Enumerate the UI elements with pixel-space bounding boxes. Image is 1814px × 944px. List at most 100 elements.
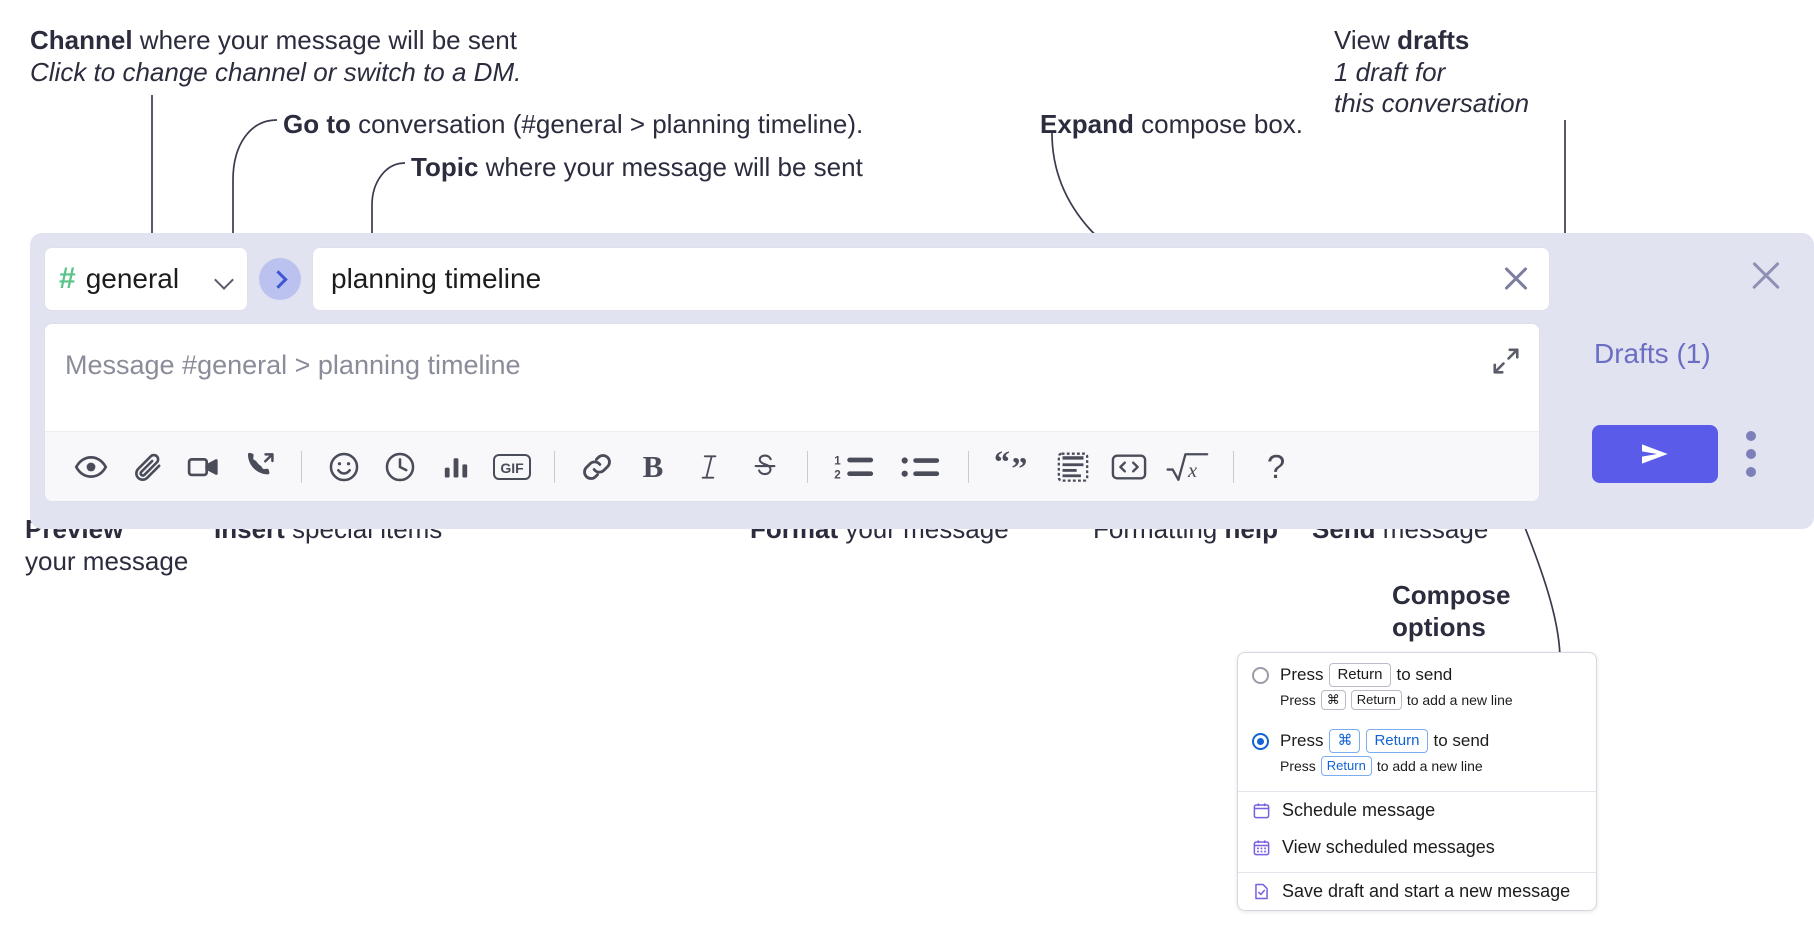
goto-conversation-button[interactable] — [259, 258, 301, 300]
menu-item-save-draft[interactable]: Save draft and start a new message — [1238, 873, 1596, 910]
smiley-icon — [329, 452, 359, 481]
radio-return[interactable] — [1252, 667, 1269, 684]
annotation-goto-strong: Go to — [283, 109, 351, 139]
send-option-cmd-return-sub: Press Return to add a new line — [1238, 753, 1596, 785]
italic-button[interactable] — [681, 439, 737, 495]
close-compose-icon[interactable] — [1748, 258, 1784, 294]
calendar-grid-icon — [1253, 839, 1270, 855]
menu-item-view-scheduled-messages[interactable]: View scheduled messages — [1238, 829, 1596, 866]
annotation-drafts-italic1: 1 draft for — [1334, 57, 1446, 87]
link-button[interactable] — [569, 439, 625, 495]
reminder-button[interactable] — [372, 439, 428, 495]
paperclip-icon — [134, 453, 160, 481]
key-command: ⌘ — [1320, 690, 1346, 710]
video-camera-icon — [187, 457, 218, 476]
svg-text:GIF: GIF — [500, 460, 524, 476]
send-option-return-sub: Press ⌘ Return to add a new line — [1238, 687, 1596, 719]
gif-icon: GIF — [493, 453, 531, 480]
annotation-channel-rest: where your message will be sent — [132, 25, 517, 55]
chevron-down-icon — [215, 270, 233, 288]
send-button[interactable] — [1592, 425, 1718, 483]
annotation-topic: Topic where your message will be sent — [411, 150, 863, 184]
menu-item-label: Schedule message — [1282, 799, 1436, 820]
svg-text:”: ” — [1011, 451, 1027, 483]
strikethrough-button[interactable] — [737, 439, 793, 495]
hash-icon: # — [59, 262, 76, 295]
video-button[interactable] — [175, 439, 231, 495]
help-button[interactable]: ? — [1248, 439, 1304, 495]
ordered-list-button[interactable]: 1 2 — [822, 439, 888, 495]
latex-button[interactable]: x — [1157, 439, 1219, 495]
message-input-area[interactable]: Message #general > planning timeline — [45, 324, 1539, 431]
annotation-expand-rest: compose box. — [1133, 109, 1304, 139]
emoji-button[interactable] — [316, 439, 372, 495]
send-option-cmd-return[interactable]: Press ⌘ Return to send — [1238, 719, 1596, 754]
opt1-sub-post: to add a new line — [1406, 692, 1513, 709]
poll-button[interactable] — [428, 439, 484, 495]
preview-button[interactable] — [63, 439, 119, 495]
bulleted-list-icon — [901, 456, 940, 477]
toolbar-separator — [301, 450, 302, 483]
menu-item-label: View scheduled messages — [1282, 836, 1495, 857]
gif-button[interactable]: GIF — [484, 439, 540, 495]
message-input[interactable]: Message #general > planning timeline — [65, 350, 521, 380]
kebab-dot — [1746, 431, 1756, 441]
formatting-toolbar: GIF B — [45, 431, 1539, 501]
annotation-goto-rest: conversation (#general > planning timeli… — [350, 109, 864, 139]
close-icon[interactable] — [1499, 262, 1533, 296]
toolbar-separator — [554, 450, 555, 483]
compose-header-row: # general planning timeline — [44, 247, 1550, 311]
opt2-pre: Press — [1280, 730, 1324, 750]
opt1-post: to send — [1396, 665, 1453, 685]
sqrt-x-icon: x — [1166, 452, 1209, 482]
annotation-expand-strong: Expand — [1040, 109, 1134, 139]
code-block-icon — [1057, 452, 1089, 482]
call-button[interactable] — [231, 439, 287, 495]
channel-name: general — [85, 263, 180, 294]
svg-text:2: 2 — [834, 468, 840, 481]
annotation-topic-strong: Topic — [411, 152, 479, 182]
svg-text:x: x — [1187, 460, 1197, 482]
topic-value: planning timeline — [331, 263, 542, 294]
toolbar-separator — [807, 450, 808, 483]
compose-inner: # general planning timeline Message #gen… — [44, 247, 1550, 502]
bold-icon: B — [642, 449, 664, 484]
question-mark-icon: ? — [1266, 448, 1286, 485]
menu-item-schedule-message[interactable]: Schedule message — [1238, 792, 1596, 829]
annotation-compose-options-strong2: options — [1392, 612, 1486, 642]
link-icon — [583, 453, 611, 480]
drafts-link[interactable]: Drafts (1) — [1594, 338, 1711, 369]
opt2-sub-post: to add a new line — [1376, 757, 1483, 774]
code-block-button[interactable] — [1045, 439, 1101, 495]
blockquote-button[interactable]: “ ” — [983, 439, 1045, 495]
clock-icon — [385, 452, 415, 481]
radio-cmd-return[interactable] — [1252, 732, 1269, 750]
compose-options-button[interactable] — [1746, 431, 1756, 477]
toolbar-separator — [968, 450, 969, 483]
key-return: Return — [1350, 690, 1402, 710]
svg-text:“: “ — [994, 451, 1010, 479]
kebab-dot — [1746, 449, 1756, 459]
annotation-channel-strong: Channel — [30, 25, 133, 55]
key-return: Return — [1320, 756, 1372, 776]
attach-button[interactable] — [119, 439, 175, 495]
svg-text:1: 1 — [834, 454, 841, 467]
annotation-channel-sub: Click to change channel or switch to a D… — [30, 55, 521, 89]
annotation-goto: Go to conversation (#general > planning … — [283, 107, 863, 141]
topic-field[interactable]: planning timeline — [312, 247, 1550, 311]
channel-selector[interactable]: # general — [44, 247, 248, 311]
opt1-sub-pre: Press — [1280, 692, 1316, 709]
code-button[interactable] — [1101, 439, 1157, 495]
annotation-drafts-line1: 1 draft for — [1334, 55, 1445, 89]
key-return: Return — [1329, 663, 1391, 688]
opt1-pre: Press — [1280, 665, 1324, 685]
send-option-return[interactable]: Press Return to send — [1238, 653, 1596, 688]
bold-button[interactable]: B — [625, 439, 681, 495]
annotation-drafts-strong: drafts — [1397, 25, 1470, 55]
bulleted-list-button[interactable] — [888, 439, 954, 495]
send-option-cmd-return-main: Press ⌘ Return to send — [1280, 728, 1489, 754]
expand-icon[interactable] — [1491, 346, 1521, 376]
key-return: Return — [1366, 728, 1428, 754]
annotation-expand: Expand compose box. — [1040, 107, 1303, 141]
